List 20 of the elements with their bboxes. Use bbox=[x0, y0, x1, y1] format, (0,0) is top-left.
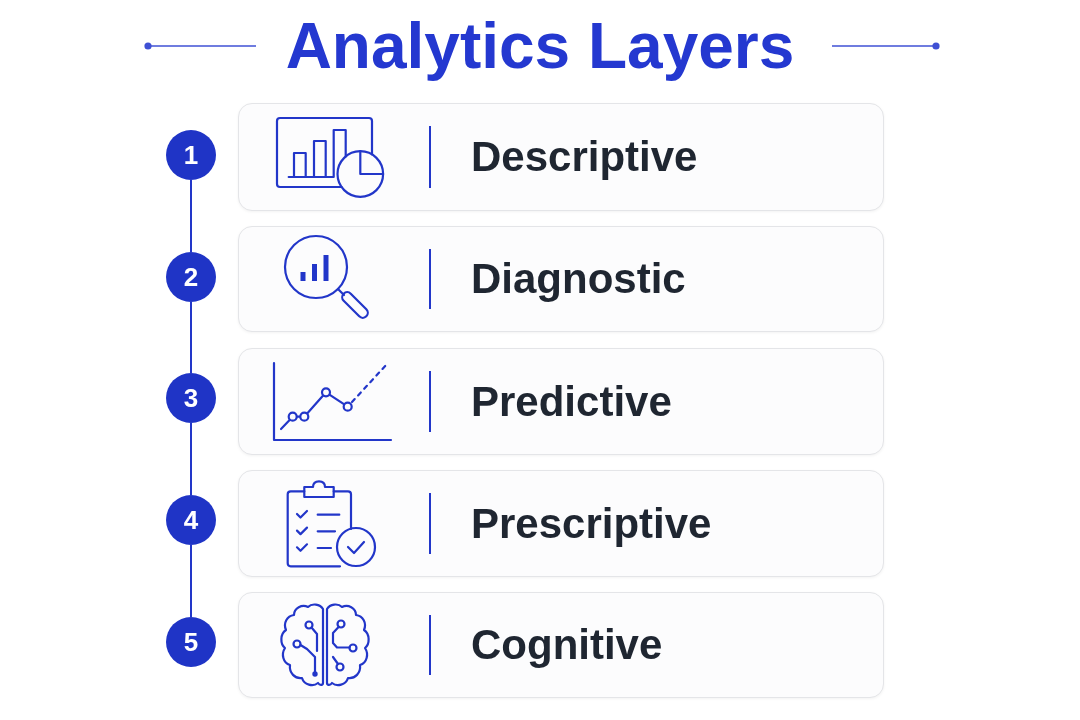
layer-card bbox=[238, 103, 884, 211]
layer-label: Predictive bbox=[471, 377, 672, 426]
connector-line bbox=[190, 544, 192, 618]
layer-label: Prescriptive bbox=[471, 499, 712, 548]
step-number-circle: 3 bbox=[166, 373, 216, 423]
layer-label: Cognitive bbox=[471, 620, 663, 670]
layer-card bbox=[238, 348, 884, 455]
title: Analytics Layers bbox=[285, 10, 795, 82]
step-number-circle: 5 bbox=[166, 617, 216, 667]
layer-label: Descriptive bbox=[471, 132, 698, 182]
step-number-circle: 2 bbox=[166, 252, 216, 302]
layer-label: Diagnostic bbox=[471, 254, 686, 304]
layer-card bbox=[238, 226, 884, 332]
layer-card bbox=[238, 470, 884, 577]
step-number-circle: 1 bbox=[166, 130, 216, 180]
step-number-circle: 4 bbox=[166, 495, 216, 545]
connector-line bbox=[190, 301, 192, 374]
connector-line bbox=[190, 179, 192, 253]
connector-line bbox=[190, 422, 192, 496]
layer-card bbox=[238, 592, 884, 698]
